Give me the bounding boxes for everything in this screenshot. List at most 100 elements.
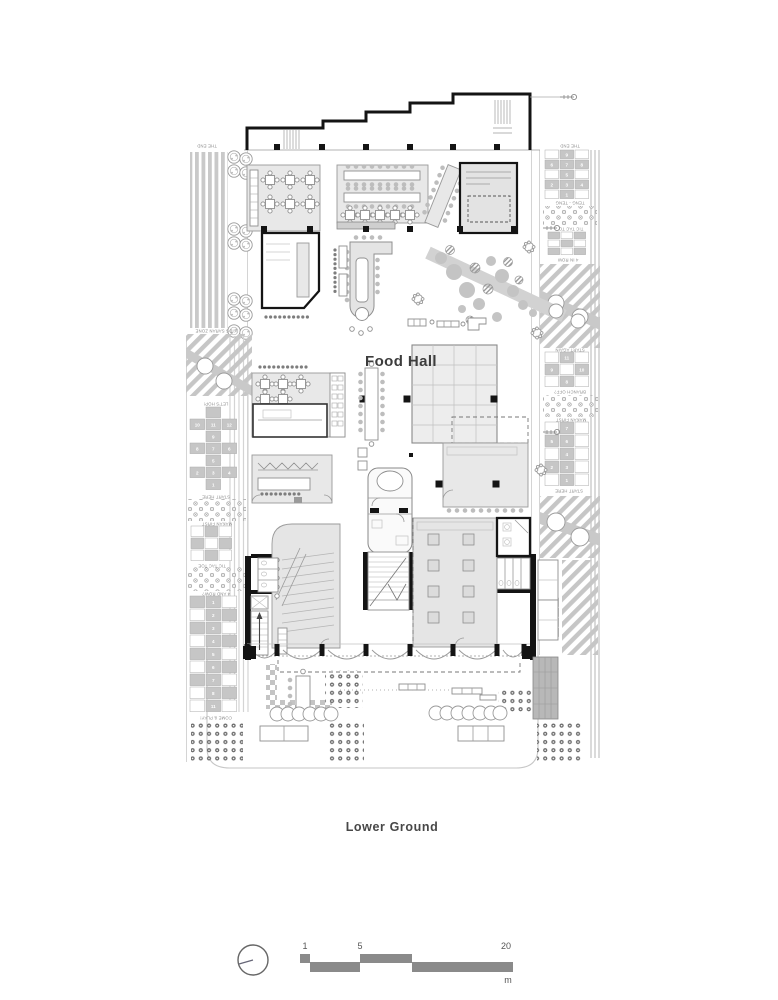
tree-canopy-dots <box>537 723 581 761</box>
gridded-canopy <box>359 344 529 457</box>
stair-top-right <box>493 100 512 134</box>
floor-title: Lower Ground <box>346 820 439 834</box>
planter-tree <box>522 240 536 254</box>
garden-benches <box>259 725 505 742</box>
survey-marker-icon <box>559 93 578 101</box>
svg-text:11: 11 <box>211 704 216 709</box>
svg-text:2: 2 <box>551 183 554 188</box>
left-stripe-paving <box>190 152 228 328</box>
zone-label: 4 IN ROW <box>558 258 579 263</box>
stair-top-left <box>283 130 300 149</box>
zone-label: THE END <box>560 144 580 149</box>
flower-paving-left-2 <box>188 567 246 591</box>
svg-text:5: 5 <box>566 173 569 178</box>
kitchen-upper-left <box>251 365 346 438</box>
svg-text:2: 2 <box>196 471 199 476</box>
play-zone <box>425 245 586 329</box>
central-hall <box>251 344 529 554</box>
zone-label: 4 AND ROW? <box>202 592 230 597</box>
right-diagonal-plaza-2 <box>540 496 600 558</box>
zone-label: COME & PLAY! <box>200 716 232 721</box>
zone-label: TENG - TENG <box>555 201 584 206</box>
zone-label: START HERE <box>555 489 583 494</box>
planter-strip-v <box>266 664 277 708</box>
bar-room <box>260 231 321 319</box>
terrace-table <box>287 668 311 711</box>
tree-canopy-dots <box>191 723 243 763</box>
roof-stepped-outline <box>244 92 578 151</box>
zone-label: TIC TAC TO <box>558 227 583 232</box>
scale-tick-5: 5 <box>357 941 362 951</box>
svg-text:2: 2 <box>212 613 215 618</box>
zone-label: KIDS SARAN ZONE <box>195 329 236 334</box>
long-communal-table <box>357 361 385 471</box>
svg-text:2: 2 <box>551 465 554 470</box>
game-zone-labels: THE END KIDS SARAN ZONE LET'S HOP! START… <box>195 144 586 721</box>
service-room-top-right <box>495 516 532 558</box>
planter-tree <box>411 292 425 306</box>
right-edge-stripes <box>590 150 600 758</box>
scale-unit: m <box>504 975 512 985</box>
hedge-row-left <box>269 706 339 722</box>
curved-juice-bar <box>344 235 393 336</box>
lounge-room-right <box>412 517 498 648</box>
zone-label: BRANCH OFF? <box>554 390 586 395</box>
svg-text:1: 1 <box>566 478 569 483</box>
left-diagonal-plaza <box>186 334 252 396</box>
svg-text:3: 3 <box>212 471 215 476</box>
svg-text:1: 1 <box>566 193 569 198</box>
service-block <box>367 467 413 554</box>
svg-text:9: 9 <box>212 435 215 440</box>
svg-text:3: 3 <box>566 183 569 188</box>
svg-text:12: 12 <box>227 423 233 428</box>
checker-grid-right <box>547 231 586 255</box>
svg-text:9: 9 <box>566 153 569 158</box>
flower-paving-left-1 <box>188 499 246 521</box>
standing-tables <box>333 245 348 297</box>
hedge-row-right <box>428 705 508 721</box>
north-indicator <box>237 944 269 976</box>
north-circle-icon <box>237 944 269 976</box>
svg-text:4: 4 <box>581 183 584 188</box>
zone-label: MAKAN FIRST <box>556 418 587 423</box>
awning-dashed-line <box>277 660 521 673</box>
tictactoe-grid-left <box>190 525 232 561</box>
tree-canopy-dots <box>325 670 363 708</box>
svg-text:3: 3 <box>212 626 215 631</box>
kitchen-stall-right <box>458 161 519 235</box>
svg-text:10: 10 <box>195 423 201 428</box>
stall-dining-left <box>246 164 321 232</box>
auditorium-room <box>271 523 341 655</box>
toilets-right <box>496 557 531 590</box>
zone-label: START AGAIN <box>555 348 584 353</box>
central-stair <box>367 551 410 611</box>
lower-hall <box>243 516 559 660</box>
svg-text:8: 8 <box>212 691 215 696</box>
svg-text:7: 7 <box>212 447 215 452</box>
micro-furniture-row <box>407 317 487 331</box>
arcade-facade <box>243 643 535 660</box>
garden-planters <box>398 683 497 701</box>
svg-text:6: 6 <box>551 163 554 168</box>
svg-text:11: 11 <box>564 356 569 361</box>
communal-dining <box>336 164 429 230</box>
svg-text:7: 7 <box>212 678 215 683</box>
zone-label: START HERE <box>202 495 230 500</box>
svg-text:8: 8 <box>581 163 584 168</box>
svg-text:1: 1 <box>212 483 215 488</box>
svg-text:7: 7 <box>566 426 569 431</box>
dining-room-lower-right <box>435 442 529 513</box>
roof-columns <box>274 144 500 150</box>
svg-text:10: 10 <box>579 368 585 373</box>
svg-text:5: 5 <box>212 652 215 657</box>
zone-label: MAKAN FIRST <box>202 522 233 527</box>
zone-label: THE END <box>197 144 217 149</box>
svg-text:6: 6 <box>212 665 215 670</box>
